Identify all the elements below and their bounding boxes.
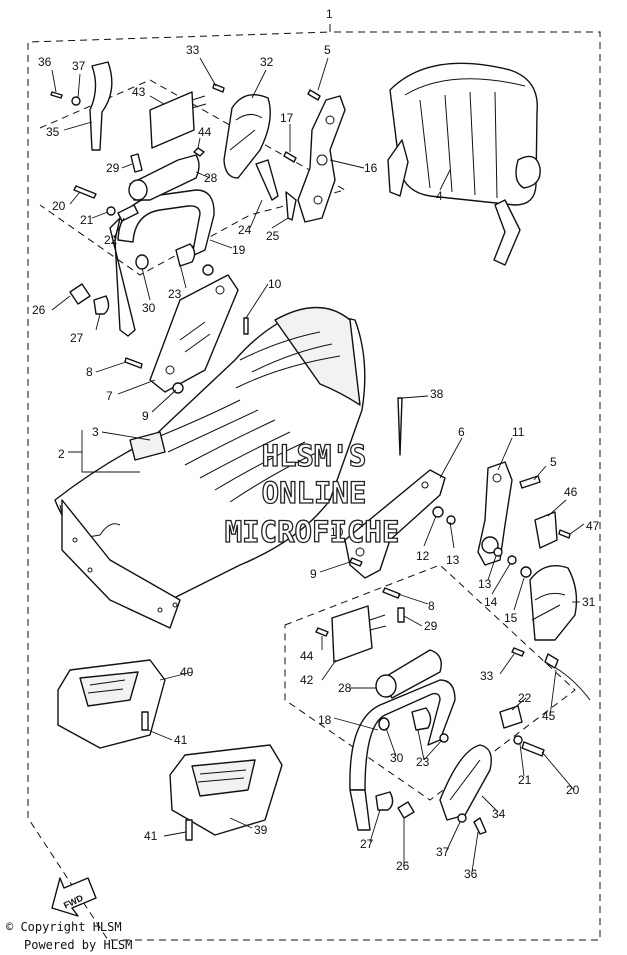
callout-41b: 41 [144,829,158,843]
callout-14: 14 [484,595,498,609]
callout-27a: 27 [70,331,84,345]
callout-34: 34 [492,807,506,821]
callout-28b: 28 [338,681,352,695]
side-plate-10 [149,274,239,393]
powered-by-line: Powered by HLSM [24,938,133,952]
callout-25: 25 [266,229,280,243]
upper-left-group-outline [39,79,347,276]
callout-28a: 28 [204,171,218,185]
forward-arrow: FWD [51,877,97,917]
callout-35: 35 [46,125,60,139]
callout-21b: 21 [518,773,532,787]
callout-22b: 22 [518,691,532,705]
callout-37b: 37 [436,845,450,859]
callout-20b: 20 [566,783,580,797]
callout-16: 16 [364,161,378,175]
watermark-line-1: HLSM'S [262,439,367,473]
callout-15: 15 [504,611,518,625]
grab-bar-19 [109,154,215,337]
callout-36a: 36 [38,55,52,69]
callout-29b: 29 [424,619,438,633]
callout-41a: 41 [174,733,188,747]
callout-12: 12 [416,549,430,563]
callout-8a: 8 [86,365,93,379]
callout-20a: 20 [52,199,66,213]
callout-10b: 10 [330,525,344,539]
callout-8b: 8 [428,599,435,613]
hardware-parts [50,61,591,841]
callout-37a: 37 [72,59,86,73]
callout-11: 11 [512,425,525,439]
callout-43: 43 [132,85,146,99]
callout-10a: 10 [268,277,282,291]
callout-26a: 26 [32,303,46,317]
watermark-line-3: MICROFICHE [225,515,400,549]
side-cover-32 [223,94,271,179]
callout-1: 1 [326,7,333,21]
plate-43 [149,91,207,149]
callout-9a: 9 [142,409,149,423]
backrest-bracket [297,95,346,223]
bracket-6 [344,469,446,579]
callout-36b: 36 [464,867,478,881]
callout-30a: 30 [142,301,156,315]
callout-7: 7 [106,389,113,403]
arm-bracket-11 [477,461,513,566]
callout-23b: 23 [416,755,430,769]
cushion-40 [57,659,166,749]
rear-cover-31 [529,565,578,641]
assembly-boundary [27,24,601,941]
callout-2: 2 [58,447,65,461]
callout-labels: 1 2 3 4 5 5 6 7 8 8 9 9 10 10 11 12 13 1… [32,7,600,881]
callout-9b: 9 [310,567,317,581]
leader-lines [51,24,585,873]
callout-40: 40 [180,665,194,679]
callout-29a: 29 [106,161,120,175]
plate-42 [331,605,387,663]
callout-33a: 33 [186,43,200,57]
callout-21a: 21 [80,213,94,227]
seat-2 [54,306,366,629]
callout-30b: 30 [390,751,404,765]
callout-27b: 27 [360,837,374,851]
callout-44b: 44 [300,649,314,663]
callout-13a: 13 [446,553,460,567]
callout-38: 38 [430,387,444,401]
callout-32: 32 [260,55,274,69]
callout-4: 4 [436,189,443,203]
callout-39: 39 [254,823,268,837]
callout-23a: 23 [168,287,182,301]
callout-18: 18 [318,713,332,727]
callout-24: 24 [238,223,252,237]
watermark: HLSM'S ONLINE MICROFICHE [224,438,400,549]
callout-26b: 26 [396,859,410,873]
callout-5b: 5 [550,455,557,469]
backrest-pad [387,62,541,266]
callout-33b: 33 [480,669,494,683]
callout-19: 19 [232,243,246,257]
callout-6: 6 [458,425,465,439]
callout-22a: 22 [104,233,118,247]
lower-right-group-outline [284,564,576,801]
callout-46: 46 [564,485,578,499]
side-cover-34 [439,744,492,821]
callout-13b: 13 [478,577,492,591]
callout-42: 42 [300,673,314,687]
callout-17: 17 [280,111,294,125]
copyright-line: © Copyright HLSM [6,920,122,934]
cushion-39 [169,744,283,836]
callout-3: 3 [92,425,99,439]
callout-47: 47 [586,519,600,533]
callout-5a: 5 [324,43,331,57]
callout-44a: 44 [198,125,212,139]
grab-bar-18 [349,649,456,831]
callout-31: 31 [582,595,596,609]
callout-45: 45 [542,709,556,723]
watermark-line-2: ONLINE [262,476,367,510]
